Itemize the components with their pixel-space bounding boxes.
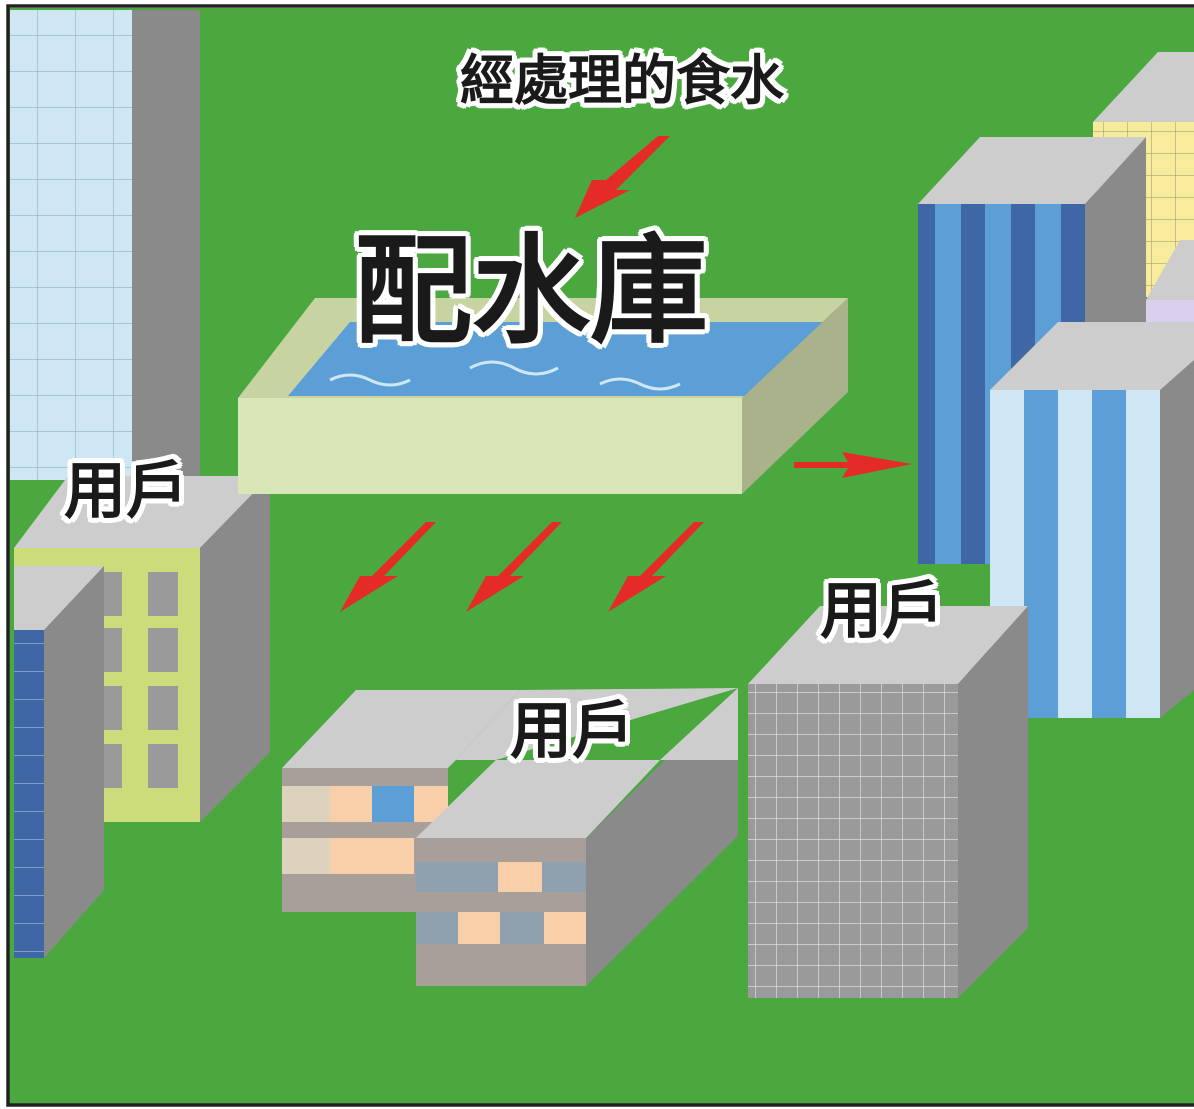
building-bottom-right-grid: [748, 606, 1028, 998]
frame-border: [6, 4, 1194, 1107]
arrow-down-2: [466, 522, 562, 612]
arrow-to-reservoir: [575, 136, 670, 218]
arrow-to-tower: [794, 452, 912, 478]
title-treated-water: 經處理的食水: [460, 49, 784, 112]
arrow-down-1: [340, 522, 436, 612]
reservoir-tank: [238, 298, 848, 494]
reservoir-label: 配水庫: [354, 222, 709, 360]
building-bottom-middle-low: [416, 688, 738, 986]
tall-building-top-left: [10, 10, 200, 480]
arrow-down-3: [608, 522, 704, 612]
consumer-label-bottom: 用戶: [510, 694, 635, 767]
consumer-label-left: 用戶: [64, 454, 189, 527]
consumer-label-right: 用戶: [820, 574, 945, 647]
building-left-navy: [14, 566, 104, 958]
